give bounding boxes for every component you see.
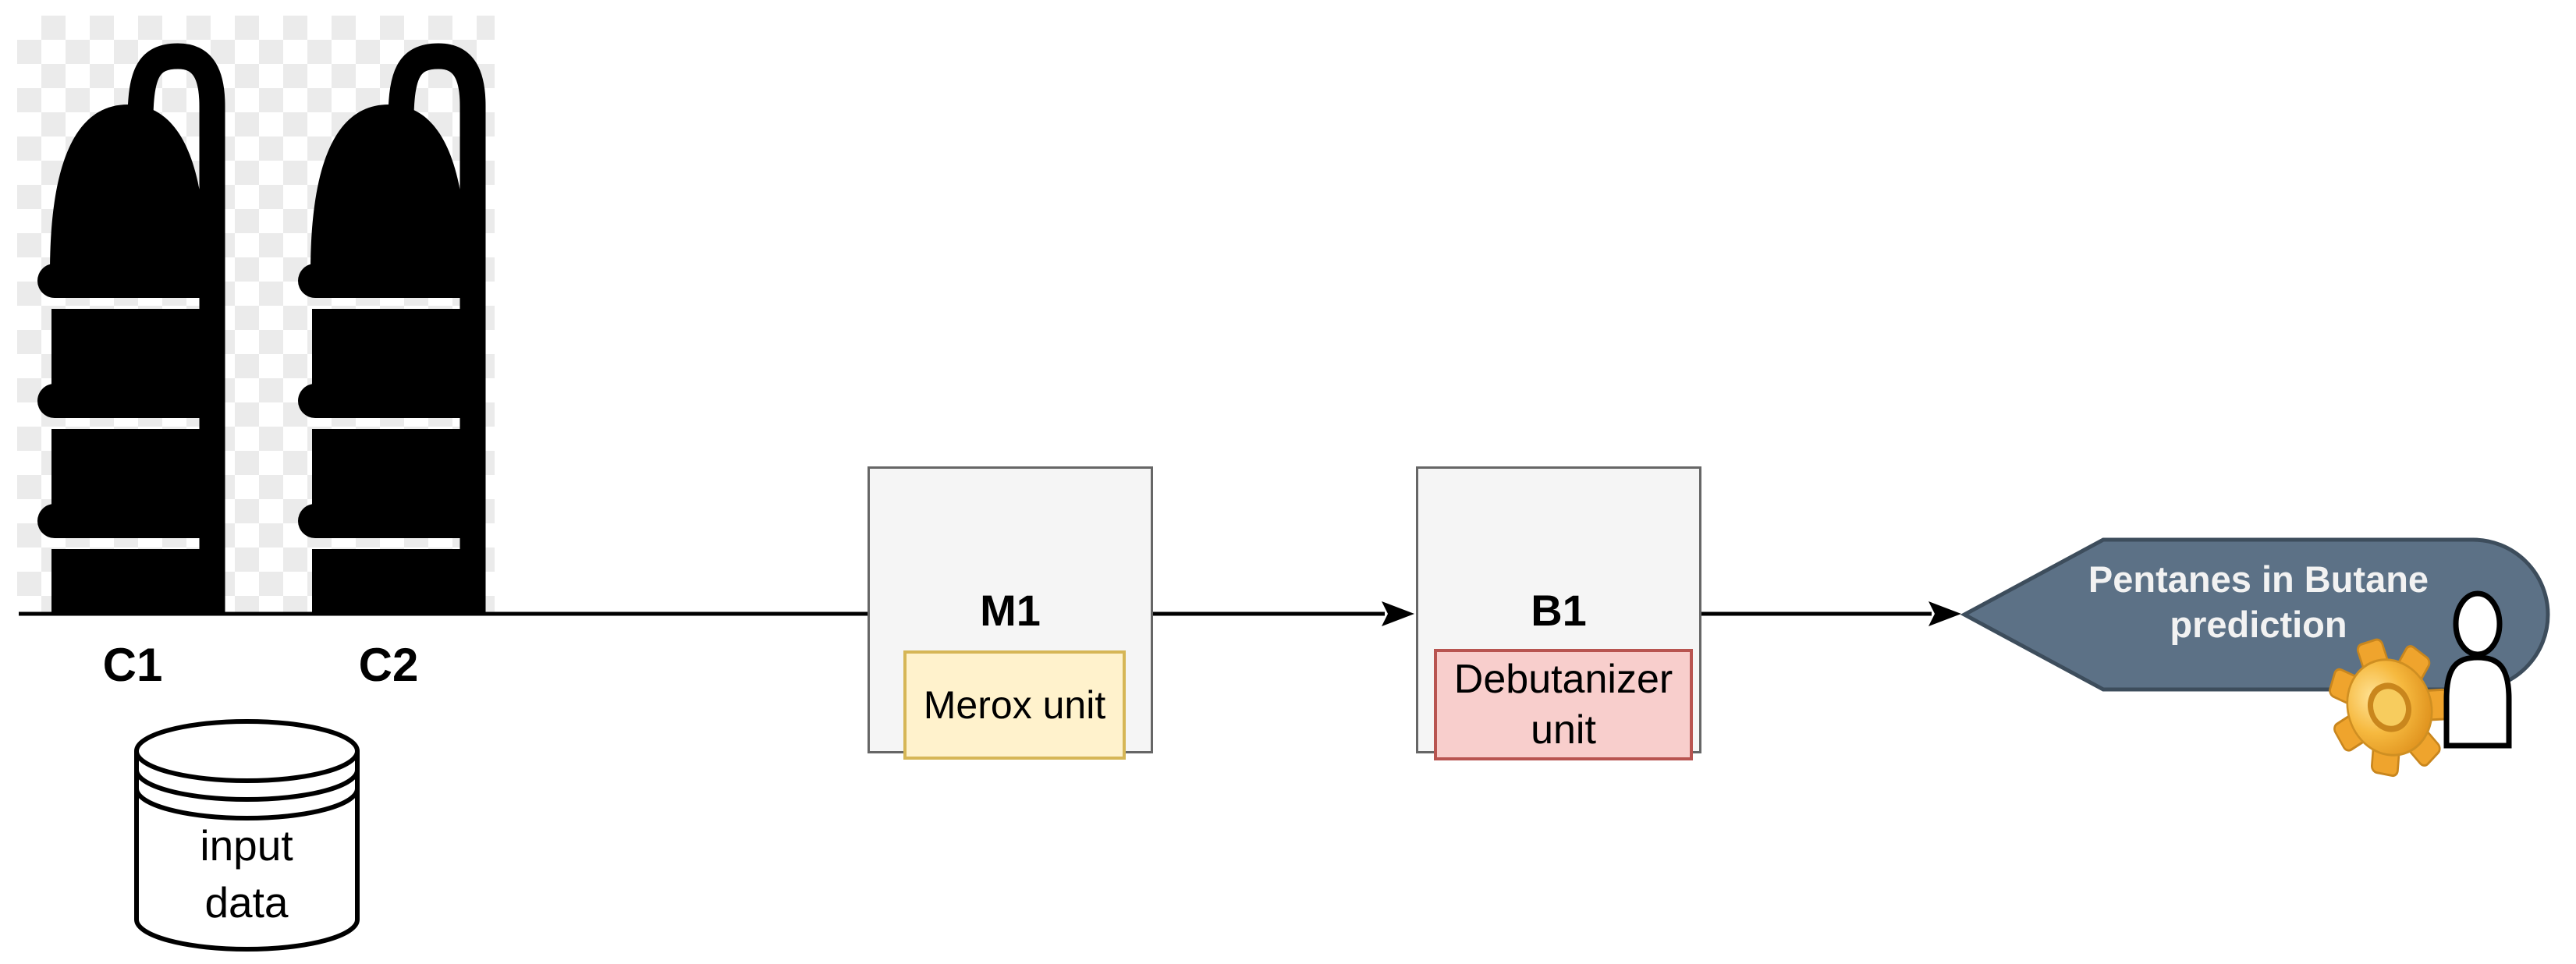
merox-unit-box[interactable]: Merox unit [903,650,1126,760]
connector-m1-to-b1[interactable] [1153,601,1414,626]
arrowhead-icon [1928,601,1961,626]
cylinder-rim-line [134,788,360,820]
gear-icon [2329,638,2451,778]
connector-b1-to-prediction[interactable] [1701,601,1961,626]
input-data-cylinder[interactable] [134,719,360,952]
person-icon [2443,590,2512,749]
cylinder-rim-line [134,769,360,802]
input-data-label: input data [200,821,293,927]
debutanizer-unit-label: Debutanizer unit [1453,656,1673,753]
arrowhead-icon [1382,601,1414,626]
b1-title: B1 [1531,585,1587,635]
label-c2: C2 [358,639,419,691]
debutanizer-unit-box[interactable]: Debutanizer unit [1434,649,1693,760]
merox-unit-label: Merox unit [923,682,1106,727]
cylinder-rim-line [134,750,360,783]
label-c1: C1 [102,639,163,691]
m1-title: M1 [980,585,1041,635]
prediction-label: Pentanes in Butane prediction [2088,558,2429,646]
